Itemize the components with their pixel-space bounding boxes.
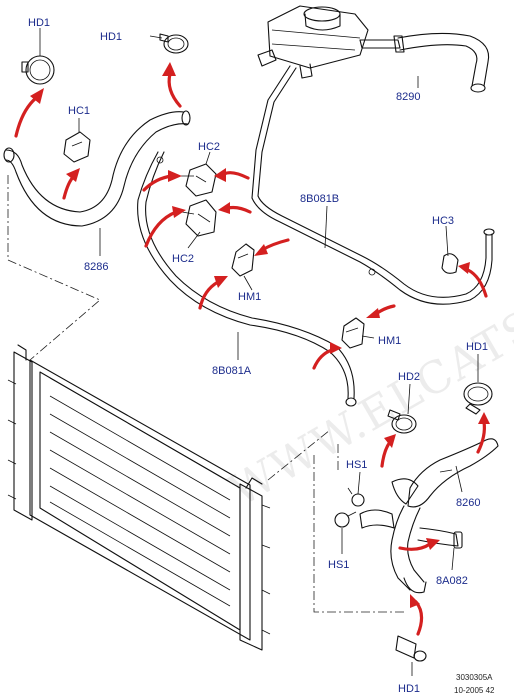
label-hm1-upper: HM1 bbox=[238, 291, 261, 303]
clamp-hd1-right bbox=[463, 382, 493, 415]
clip-hc1 bbox=[63, 131, 91, 163]
clip-hm1-lower bbox=[341, 317, 365, 349]
clamp-hs1-lower bbox=[334, 511, 357, 528]
label-hs1-lower: HS1 bbox=[328, 559, 349, 571]
expansion-tank bbox=[257, 5, 369, 79]
label-hs1-upper: HS1 bbox=[346, 459, 367, 471]
clip-hm1-upper bbox=[231, 243, 255, 277]
dashed-alignment-lines bbox=[7, 175, 404, 613]
ref-code: 3030305A bbox=[456, 673, 493, 682]
label-hd1-bottom: HD1 bbox=[398, 683, 420, 695]
part-labels: HD1 HD1 HC1 HC2 HC2 HM1 HM1 HC3 HD1 HD2 … bbox=[28, 17, 488, 695]
label-hc1: HC1 bbox=[68, 105, 90, 117]
clamp-hd1-top-mid bbox=[159, 33, 189, 54]
hose-8260 bbox=[391, 438, 499, 508]
label-8a082: 8A082 bbox=[436, 575, 468, 587]
label-hd1-right: HD1 bbox=[466, 341, 488, 353]
label-hc3: HC3 bbox=[432, 215, 454, 227]
clamp-hd1-bottom bbox=[395, 635, 427, 662]
leader-lines bbox=[39, 28, 479, 676]
hose-8290 bbox=[359, 32, 490, 93]
date-code: 10-2005 42 bbox=[454, 686, 495, 695]
label-8290: 8290 bbox=[396, 91, 420, 103]
label-hd1-top-mid: HD1 bbox=[100, 31, 122, 43]
label-8286: 8286 bbox=[84, 261, 108, 273]
red-arrows bbox=[14, 62, 490, 636]
label-8260: 8260 bbox=[456, 497, 480, 509]
label-hd2: HD2 bbox=[398, 371, 420, 383]
figure-reference: 3030305A 10-2005 42 bbox=[454, 673, 495, 695]
pipe-8b081b bbox=[251, 65, 495, 305]
clip-hc3 bbox=[441, 253, 459, 274]
clamp-hd1-top-left bbox=[21, 55, 55, 85]
clamp-hd2 bbox=[387, 409, 417, 434]
clip-hc2-lower bbox=[181, 199, 217, 237]
label-8b081b: 8B081B bbox=[300, 193, 339, 205]
hose-8286 bbox=[3, 110, 191, 227]
clip-hc2-upper bbox=[180, 163, 217, 197]
label-hd1-top-left: HD1 bbox=[28, 17, 50, 29]
label-hm1-lower: HM1 bbox=[378, 335, 401, 347]
watermark: WWW.ELCATS.RU bbox=[221, 255, 514, 516]
label-hc2-upper: HC2 bbox=[198, 141, 220, 153]
label-8b081a: 8B081A bbox=[212, 365, 252, 377]
clamp-hs1-upper bbox=[347, 487, 365, 507]
label-hc2-lower: HC2 bbox=[172, 253, 194, 265]
radiator bbox=[7, 344, 271, 651]
